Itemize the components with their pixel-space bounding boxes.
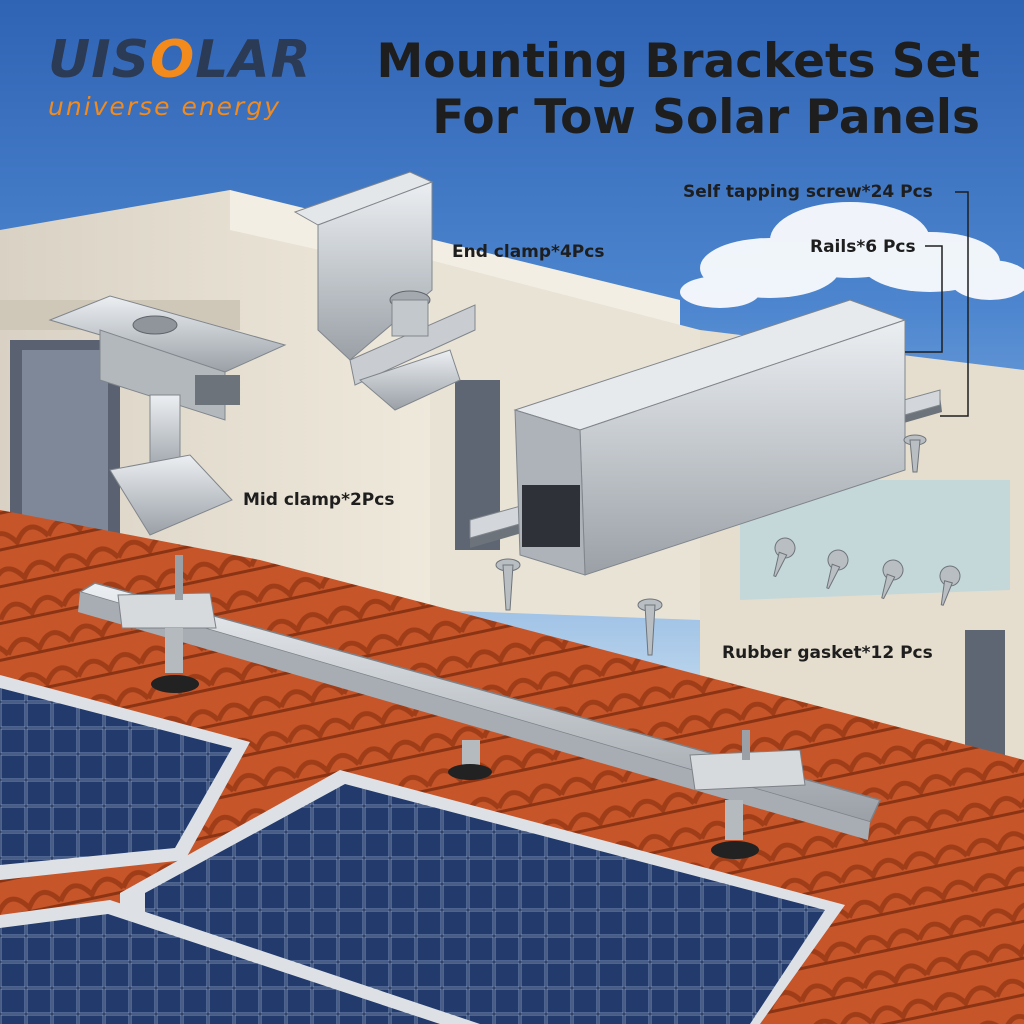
mid-clamp-part — [48, 295, 287, 536]
label-rubber-gasket: Rubber gasket*12 Pcs — [722, 643, 933, 663]
brand-o-letter: O — [150, 30, 196, 90]
page-title: Mounting Brackets Set For Tow Solar Pane… — [377, 34, 980, 146]
solar-panels — [0, 675, 845, 1024]
label-self-tapping-screw: Self tapping screw*24 Pcs — [683, 182, 933, 202]
rail-part — [469, 299, 942, 576]
callout-lines — [905, 191, 969, 417]
end-clamp-part — [293, 171, 476, 411]
label-end-clamp: End clamp*4Pcs — [452, 242, 605, 262]
brand-name: UISOLAR — [48, 30, 312, 90]
label-rails: Rails*6 Pcs — [810, 237, 916, 257]
installed-rail — [78, 555, 882, 859]
label-mid-clamp: Mid clamp*2Pcs — [243, 490, 395, 510]
title-line-2: For Tow Solar Panels — [432, 90, 980, 145]
brand-tagline: universe energy — [48, 92, 281, 121]
brand-logo: UISOLAR universe energy — [48, 34, 312, 121]
screws — [495, 434, 961, 656]
title-line-1: Mounting Brackets Set — [376, 34, 980, 89]
